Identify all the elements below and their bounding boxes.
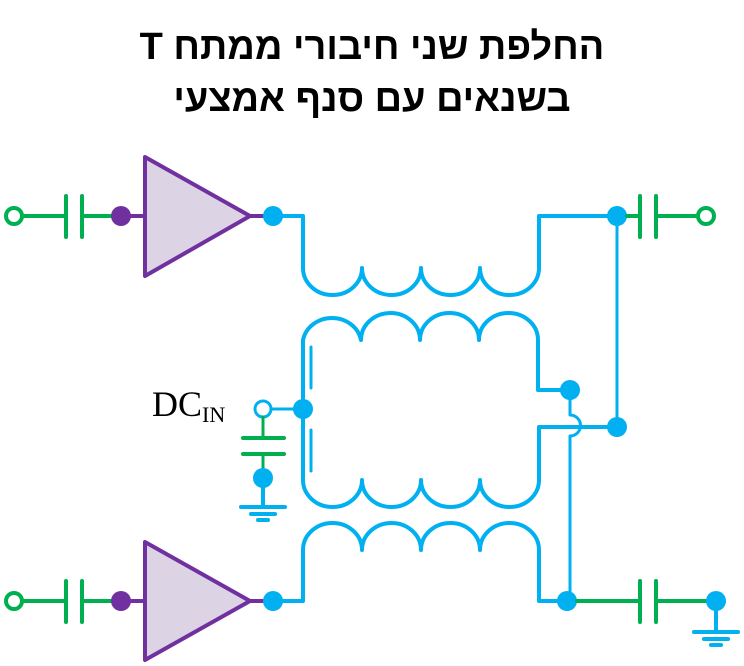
output-ground [692, 609, 740, 647]
top-winding [271, 214, 619, 297]
dc-input-stage [239, 399, 313, 522]
bottom-output-node [557, 591, 577, 611]
center-tapped-winding [301, 311, 568, 509]
output-ground-node [706, 591, 726, 611]
dc-label-sub: IN [202, 402, 226, 427]
top-amp-input-node [111, 206, 131, 226]
top-output-node [607, 206, 627, 226]
title-line-1: החלפת שני חיבורי ממתח T [139, 26, 605, 68]
bottom-amp-input-node [111, 591, 131, 611]
dc-ground [239, 486, 287, 522]
top-input-cap [64, 194, 84, 239]
bottom-input-terminal [4, 591, 24, 611]
top-output-cap [638, 194, 658, 239]
tap-wire [568, 388, 582, 603]
dc-label-main: DC [152, 384, 203, 424]
top-input-terminal [4, 206, 24, 226]
bottom-output-stage [575, 579, 740, 647]
bottom-amplifier [143, 540, 252, 662]
top-output-stage [625, 194, 716, 239]
tap-node-upper [560, 380, 580, 400]
bottom-input-cap [64, 579, 84, 624]
top-input-stage [4, 155, 283, 278]
bottom-input-stage [4, 540, 283, 662]
bottom-output-cap [638, 579, 658, 624]
center-tap-node [293, 399, 313, 419]
dc-bypass-cap [241, 436, 286, 456]
top-output-terminal [696, 206, 716, 226]
dc-ground-node [253, 468, 273, 488]
title-line-2: בשנאים עם סנף אמצעי [173, 78, 571, 120]
dc-input-terminal [253, 399, 273, 419]
bottom-winding [271, 521, 569, 603]
top-amplifier [143, 155, 252, 278]
bus-node-bottom [607, 417, 627, 437]
dc-input-label: DCIN [152, 386, 225, 426]
